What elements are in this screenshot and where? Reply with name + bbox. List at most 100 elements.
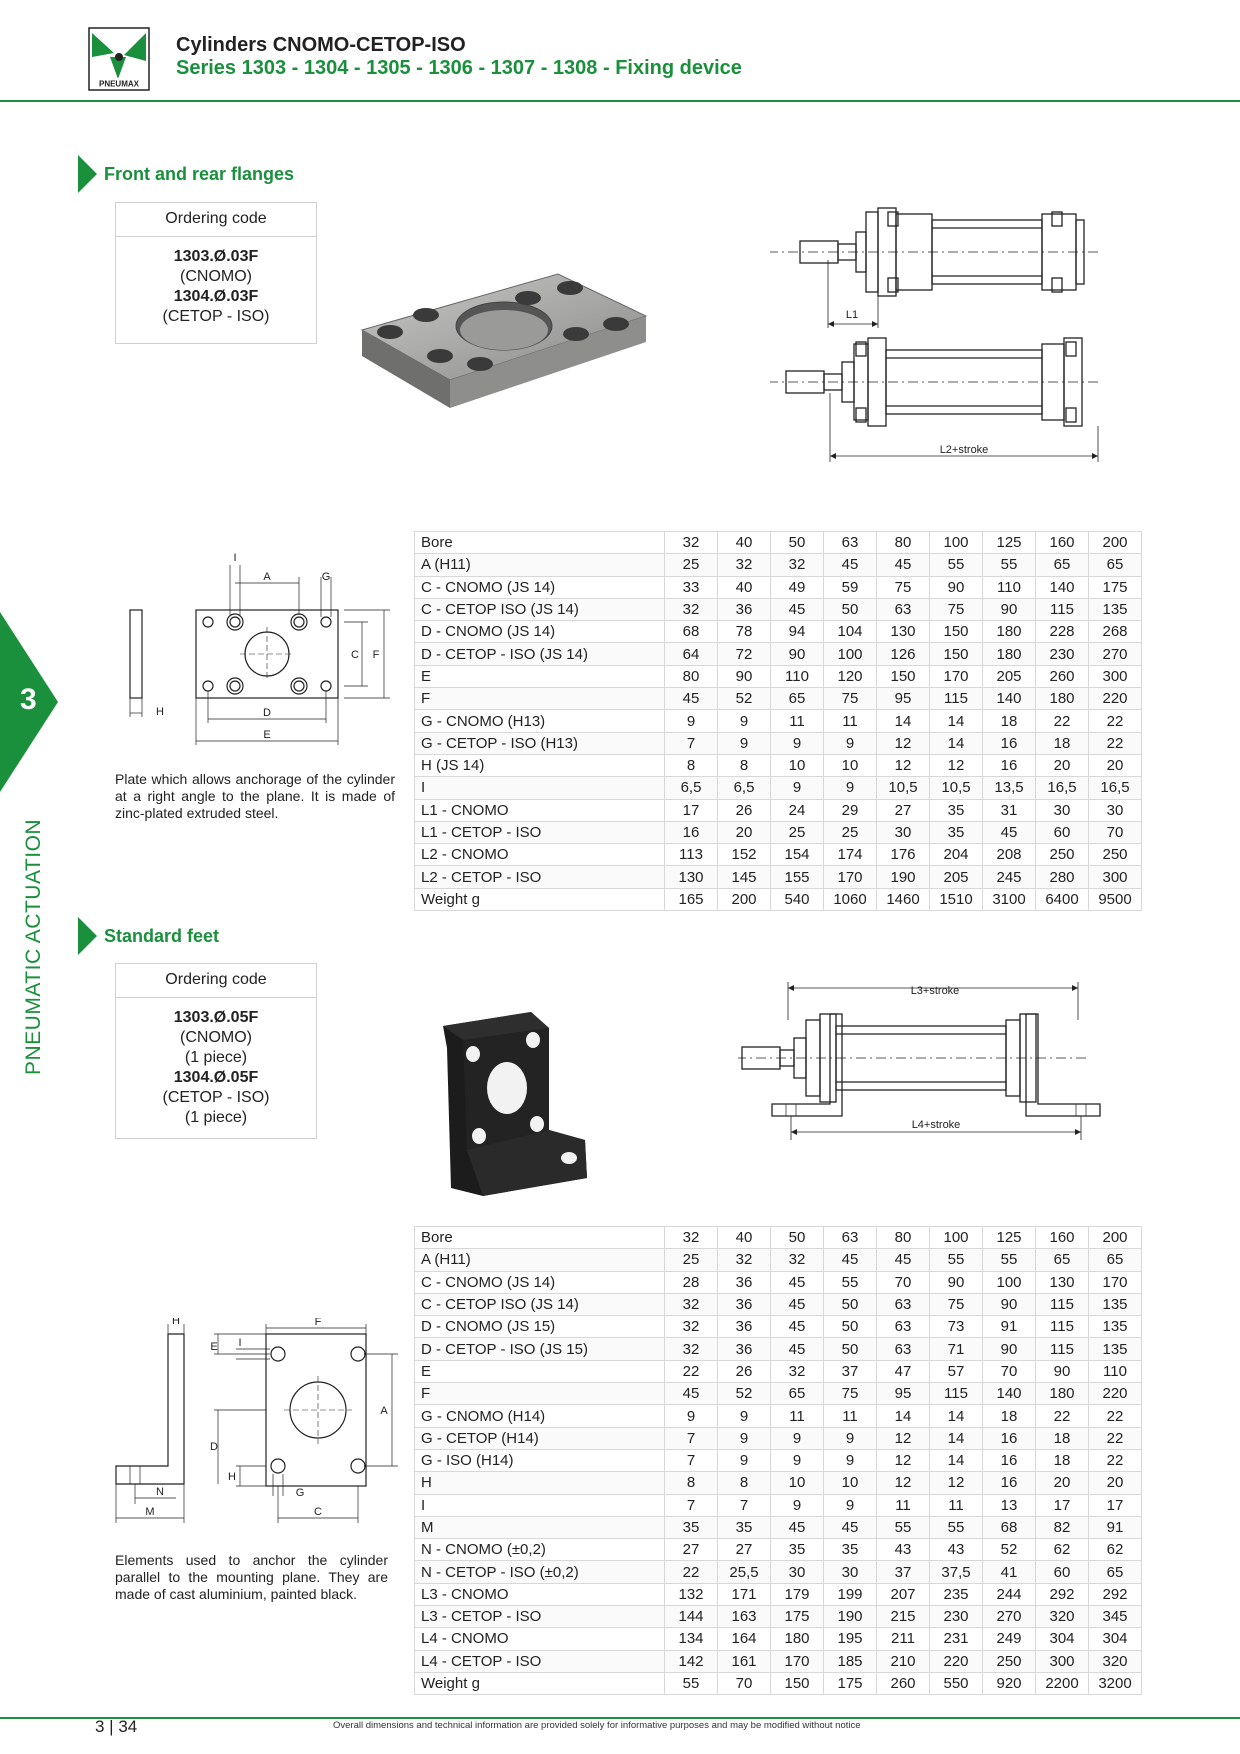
table-cell: 9 <box>823 1426 877 1450</box>
table-cell: 170 <box>770 1649 824 1673</box>
feet-description: Elements used to anchor the cylinder par… <box>115 1552 388 1602</box>
table-cell: 65 <box>1088 1560 1142 1584</box>
table-cell: 50 <box>823 1315 877 1339</box>
table-cell: 37 <box>876 1560 930 1584</box>
table-cell: 200 <box>717 887 771 912</box>
table-cell: 110 <box>1088 1359 1142 1384</box>
table-cell: 30 <box>770 1560 824 1584</box>
table-cell: 45 <box>823 1248 877 1272</box>
table-cell: 90 <box>717 664 771 689</box>
table-cell: 62 <box>1035 1538 1089 1562</box>
table-cell: 32 <box>664 1292 718 1317</box>
table-cell: 45 <box>876 1248 930 1272</box>
table-cell: 90 <box>982 597 1036 622</box>
table-cell: 9 <box>717 731 771 755</box>
dim-label-e: E <box>263 729 270 741</box>
table-cell: 9500 <box>1088 887 1142 912</box>
header-divider <box>0 100 1240 102</box>
table-cell: 170 <box>929 664 983 689</box>
table-cell: 9 <box>770 1448 824 1473</box>
table-cell: 12 <box>929 753 983 778</box>
table-cell: 11 <box>823 709 877 733</box>
row-label: L2 - CNOMO <box>414 843 665 867</box>
table-cell: 9 <box>823 1448 877 1473</box>
flange-mounting-drawing: L1 L2+stroke <box>768 200 1110 462</box>
table-cell: 63 <box>876 1315 930 1339</box>
footer-disclaimer: Overall dimensions and technical informa… <box>333 1720 861 1731</box>
table-cell: 550 <box>929 1671 983 1696</box>
foot-dimension-drawing: H N M F E I D H <box>110 1315 400 1528</box>
table-cell: 32 <box>717 553 771 577</box>
table-cell: 65 <box>1035 553 1089 577</box>
row-label: E <box>414 1359 665 1384</box>
table-cell: 55 <box>876 1515 930 1540</box>
table-cell: 300 <box>1035 1649 1089 1673</box>
chapter-label: PNEUMATIC ACTUATION <box>22 818 45 1075</box>
table-cell: 90 <box>982 1292 1036 1317</box>
ordering-code: 1303.Ø.03F <box>173 248 259 265</box>
dim-label-foot-e: E <box>210 1341 217 1353</box>
table-cell: 45 <box>770 1515 824 1540</box>
dim-label-foot-h: H <box>172 1318 180 1327</box>
table-cell: 75 <box>929 597 983 622</box>
table-cell: 292 <box>1088 1582 1142 1607</box>
table-cell: 1460 <box>876 887 930 912</box>
table-cell: 26 <box>717 798 771 822</box>
table-cell: 94 <box>770 620 824 644</box>
row-label: Bore <box>414 530 665 555</box>
row-label: C - CETOP ISO (JS 14) <box>414 1292 665 1317</box>
table-cell: 25,5 <box>717 1560 771 1584</box>
row-label: A (H11) <box>414 1248 665 1272</box>
table-cell: 280 <box>1035 865 1089 889</box>
table-cell: 55 <box>664 1671 718 1696</box>
table-cell: 1060 <box>823 887 877 912</box>
table-cell: 80 <box>876 530 930 555</box>
table-cell: 3200 <box>1088 1671 1142 1696</box>
table-cell: 135 <box>1088 1337 1142 1361</box>
table-cell: 115 <box>1035 597 1089 622</box>
table-cell: 231 <box>929 1627 983 1651</box>
table-cell: 268 <box>1088 620 1142 644</box>
table-cell: 24 <box>770 798 824 822</box>
dim-label-l3: L3+stroke <box>911 985 960 997</box>
dim-label-foot-d: D <box>210 1441 218 1453</box>
table-cell: 9 <box>823 731 877 755</box>
row-label: L1 - CETOP - ISO <box>414 820 665 845</box>
table-cell: 126 <box>876 642 930 666</box>
row-label: C - CETOP ISO (JS 14) <box>414 597 665 622</box>
dim-label-foot-a: A <box>380 1405 388 1417</box>
table-cell: 12 <box>876 731 930 755</box>
table-cell: 65 <box>1035 1248 1089 1272</box>
table-cell: 20 <box>717 820 771 845</box>
table-cell: 75 <box>823 1382 877 1406</box>
section-title-flanges: Front and rear flanges <box>104 164 295 184</box>
chapter-tab <box>0 612 58 792</box>
row-label: G - CNOMO (H13) <box>414 709 665 733</box>
table-cell: 115 <box>1035 1337 1089 1361</box>
row-label: L3 - CETOP - ISO <box>414 1605 665 1629</box>
table-cell: 68 <box>982 1515 1036 1540</box>
page-subtitle: Series 1303 - 1304 - 1305 - 1306 - 1307 … <box>176 57 742 79</box>
table-cell: 125 <box>982 1225 1036 1250</box>
table-cell: 20 <box>1035 753 1089 778</box>
table-cell: 12 <box>876 1471 930 1495</box>
dim-label-i: I <box>233 552 236 564</box>
table-cell: 95 <box>876 1382 930 1406</box>
table-cell: 18 <box>1035 1426 1089 1450</box>
row-label: I <box>414 1493 665 1517</box>
table-cell: 32 <box>717 1248 771 1272</box>
flange-product-image <box>358 268 648 413</box>
row-label: Weight g <box>414 1671 665 1696</box>
page-number: 3 | 34 <box>95 1717 138 1736</box>
row-label: D - CETOP - ISO (JS 14) <box>414 642 665 666</box>
table-cell: 150 <box>876 664 930 689</box>
table-cell: 25 <box>664 553 718 577</box>
